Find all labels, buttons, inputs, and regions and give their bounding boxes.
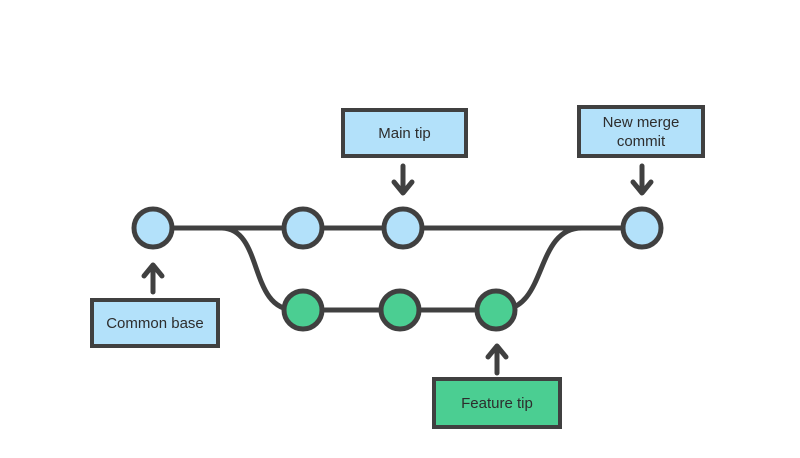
commit-common-base	[131, 206, 175, 250]
commit-feature-1	[281, 288, 325, 332]
new-merge-commit-label: New merge commit	[577, 105, 705, 158]
commit-new-merge	[620, 206, 664, 250]
commit-main-2	[281, 206, 325, 250]
commit-feature-tip	[474, 288, 518, 332]
feature-tip-arrow-up-icon	[485, 343, 509, 376]
common-base-label: Common base	[90, 298, 220, 348]
commit-main-tip	[381, 206, 425, 250]
branch-out-curve	[219, 225, 298, 313]
main-tip-label: Main tip	[341, 108, 468, 158]
main-tip-arrow-down-icon	[391, 163, 415, 196]
feature-tip-label: Feature tip	[432, 377, 562, 429]
new-merge-arrow-down-icon	[630, 163, 654, 196]
commit-feature-2	[378, 288, 422, 332]
common-base-arrow-up-icon	[141, 262, 165, 295]
